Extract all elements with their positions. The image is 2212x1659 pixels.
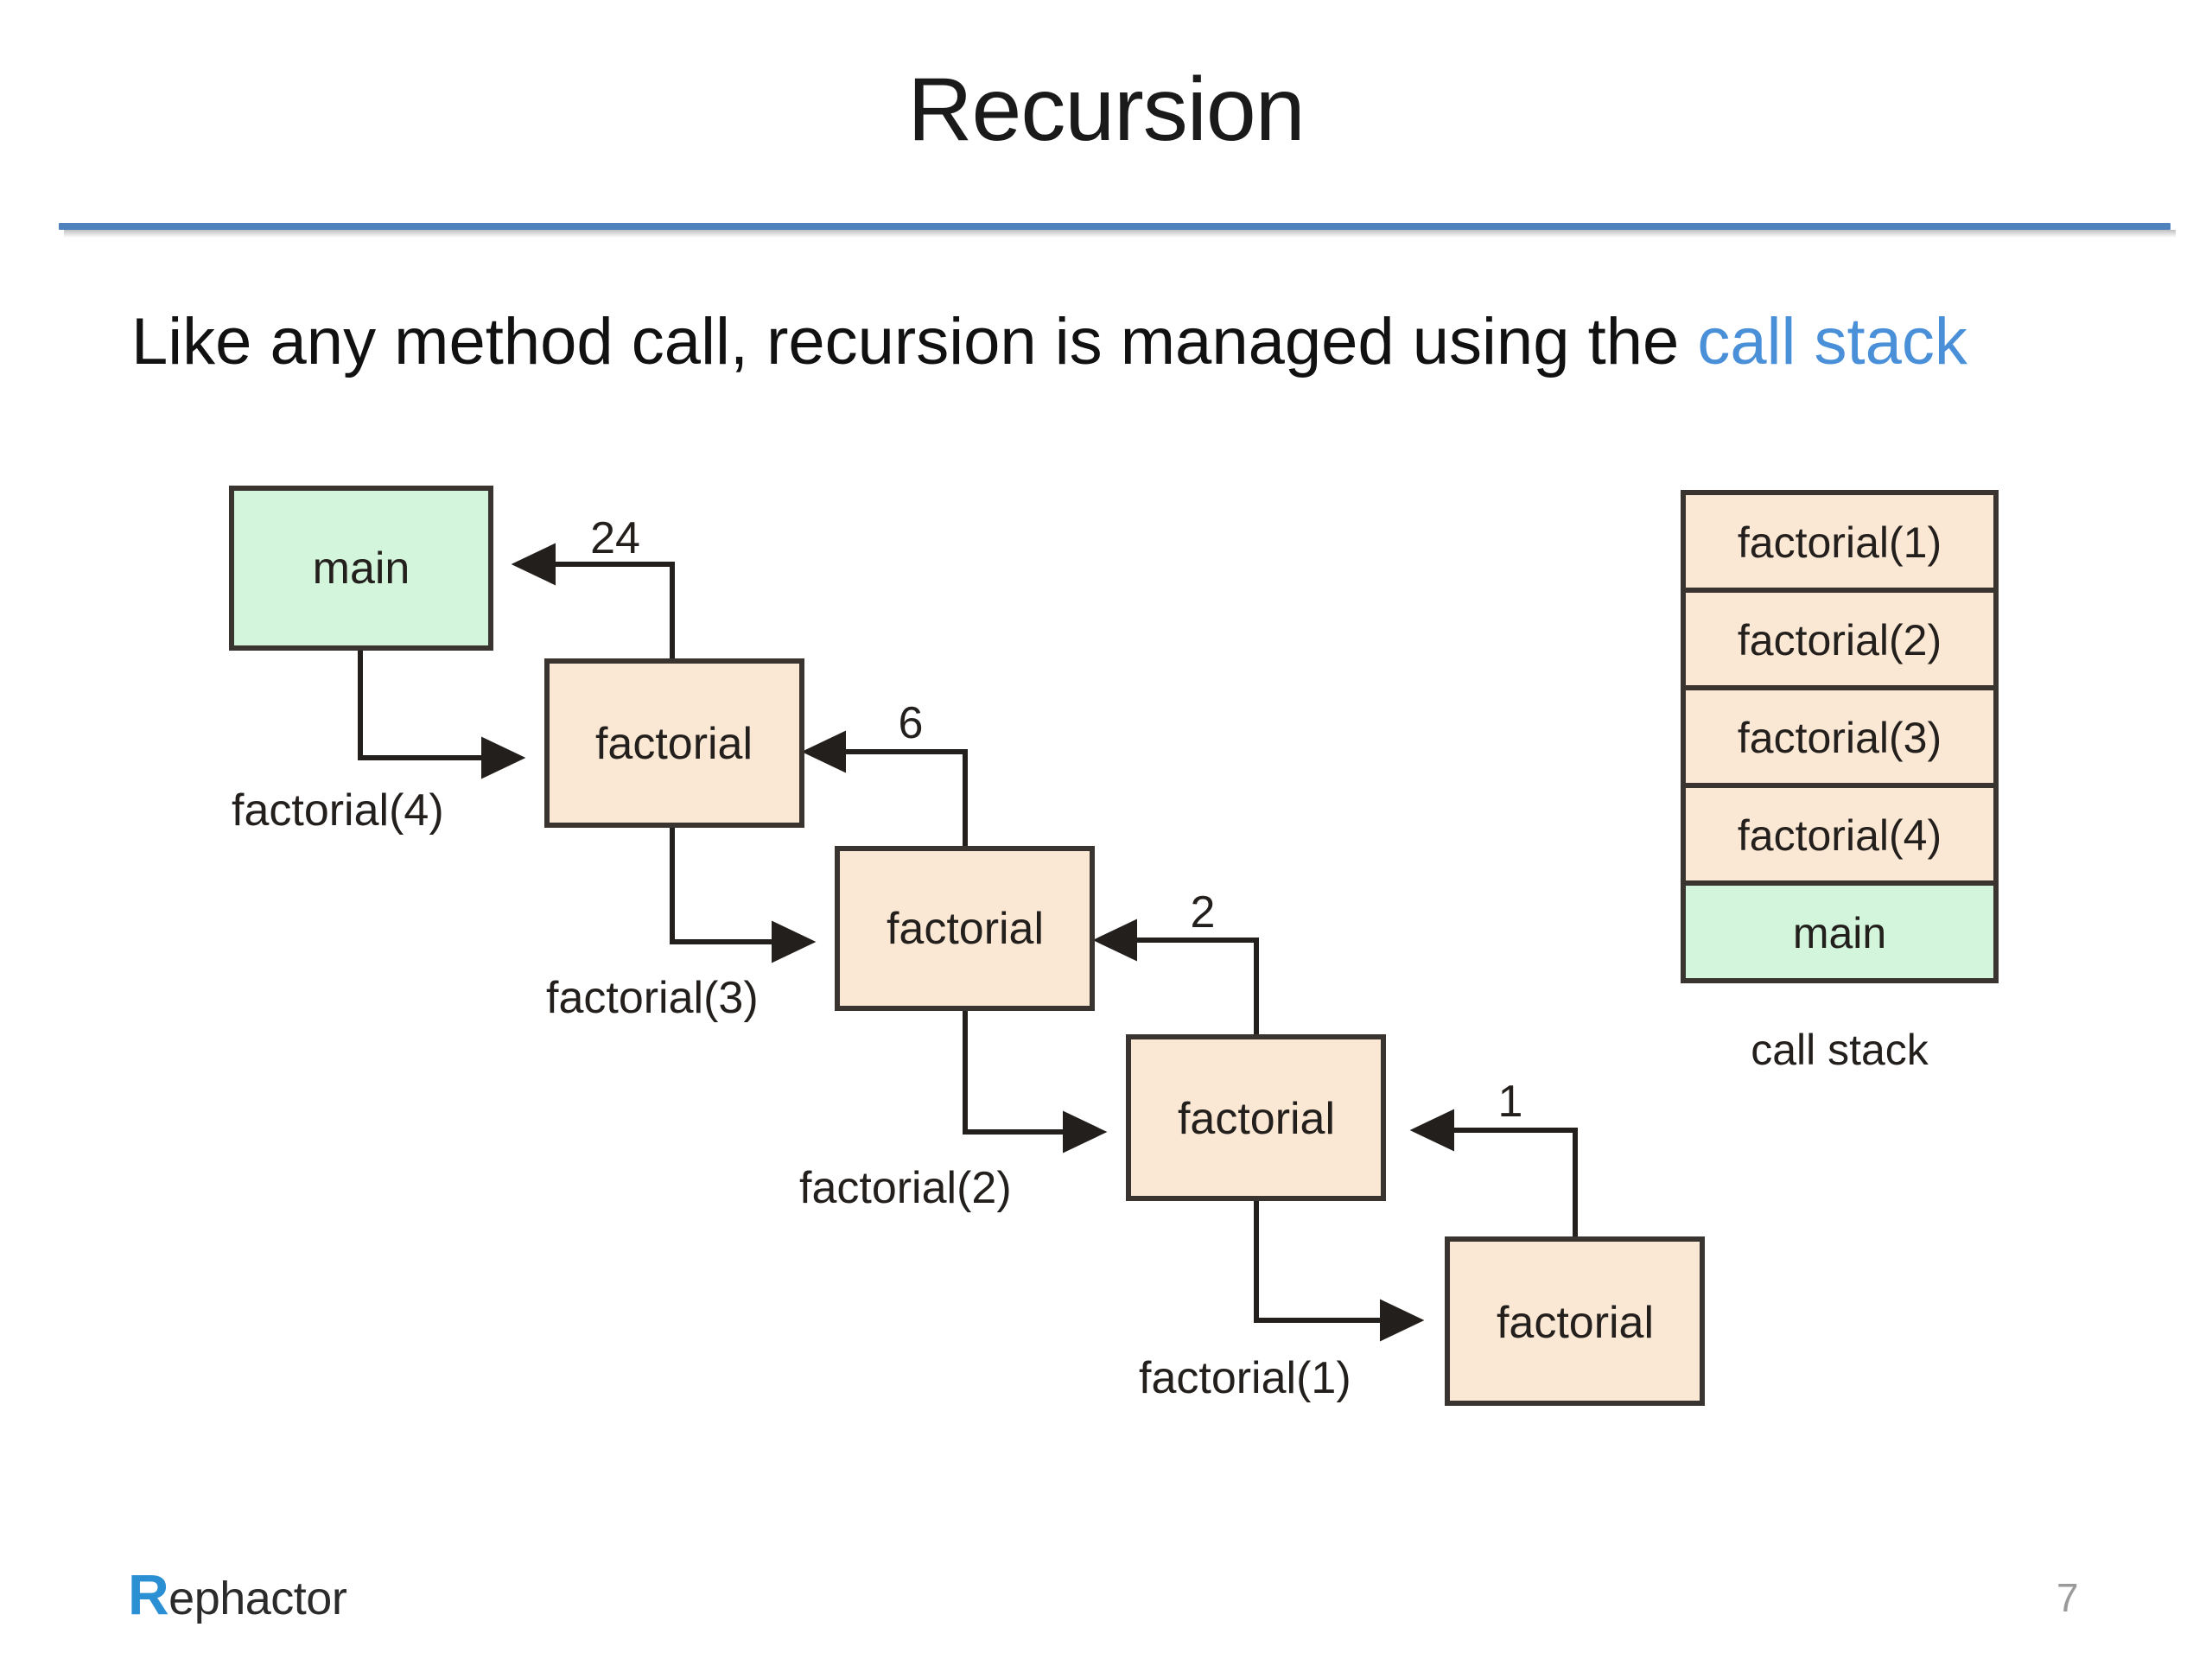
box-factorial-2-label: factorial — [1178, 1094, 1335, 1144]
call-label-factorial-3: factorial(3) — [546, 973, 759, 1023]
box-factorial-1[interactable]: factorial — [1445, 1236, 1705, 1406]
call-stack-caption: call stack — [1751, 1026, 1929, 1074]
stack-frame-factorial-4-label: factorial(4) — [1738, 811, 1942, 860]
return-edge-6 — [801, 730, 968, 847]
stack-frame-factorial-4[interactable]: factorial(4) — [1681, 783, 1999, 886]
box-factorial-4-label: factorial — [595, 719, 753, 769]
stack-frame-factorial-3-label: factorial(3) — [1738, 714, 1942, 762]
page-title: Recursion — [907, 60, 1305, 160]
stack-frame-factorial-2-label: factorial(2) — [1738, 616, 1942, 664]
bullet-text: Like any method call, recursion is manag… — [131, 304, 1967, 379]
return-label-1: 1 — [1498, 1077, 1523, 1127]
bullet-text-highlight: call stack — [1697, 305, 1967, 378]
box-factorial-1-label: factorial — [1497, 1298, 1654, 1348]
return-edge-24 — [511, 543, 675, 659]
return-edge-1 — [1409, 1109, 1578, 1239]
page-number: 7 — [2056, 1575, 2079, 1620]
box-main[interactable]: main — [229, 486, 493, 651]
title-divider-shadow — [64, 230, 2176, 238]
stack-frame-main[interactable]: main — [1681, 880, 1999, 983]
brand-logo: Rephactor — [128, 1566, 347, 1624]
stack-frame-factorial-2[interactable]: factorial(2) — [1681, 588, 1999, 690]
call-label-factorial-4: factorial(4) — [232, 785, 444, 836]
box-factorial-2[interactable]: factorial — [1126, 1034, 1386, 1201]
call-edge-4 — [358, 648, 526, 779]
title-divider — [59, 223, 2171, 230]
return-edge-2 — [1092, 918, 1259, 1035]
stack-frame-main-label: main — [1793, 909, 1886, 957]
call-label-factorial-1: factorial(1) — [1139, 1353, 1351, 1403]
call-stack: factorial(1) factorial(2) factorial(3) f… — [1681, 490, 1999, 1074]
box-factorial-3-label: factorial — [887, 904, 1044, 954]
box-factorial-4[interactable]: factorial — [544, 658, 804, 828]
call-edge-3 — [670, 827, 817, 963]
stack-frame-factorial-3[interactable]: factorial(3) — [1681, 685, 1999, 788]
brand-logo-rest: ephactor — [168, 1573, 347, 1624]
brand-logo-initial: R — [128, 1562, 169, 1626]
return-label-2: 2 — [1191, 887, 1216, 938]
box-main-label: main — [313, 543, 410, 594]
call-label-factorial-2: factorial(2) — [799, 1163, 1012, 1213]
return-label-24: 24 — [590, 513, 640, 563]
stack-frame-factorial-1[interactable]: factorial(1) — [1681, 490, 1999, 593]
call-edge-2 — [963, 1008, 1108, 1154]
bullet-text-plain: Like any method call, recursion is manag… — [131, 305, 1698, 378]
stack-frame-factorial-1-label: factorial(1) — [1738, 518, 1942, 567]
return-label-6: 6 — [899, 698, 924, 748]
call-edge-1 — [1254, 1198, 1425, 1342]
box-factorial-3[interactable]: factorial — [835, 846, 1095, 1011]
